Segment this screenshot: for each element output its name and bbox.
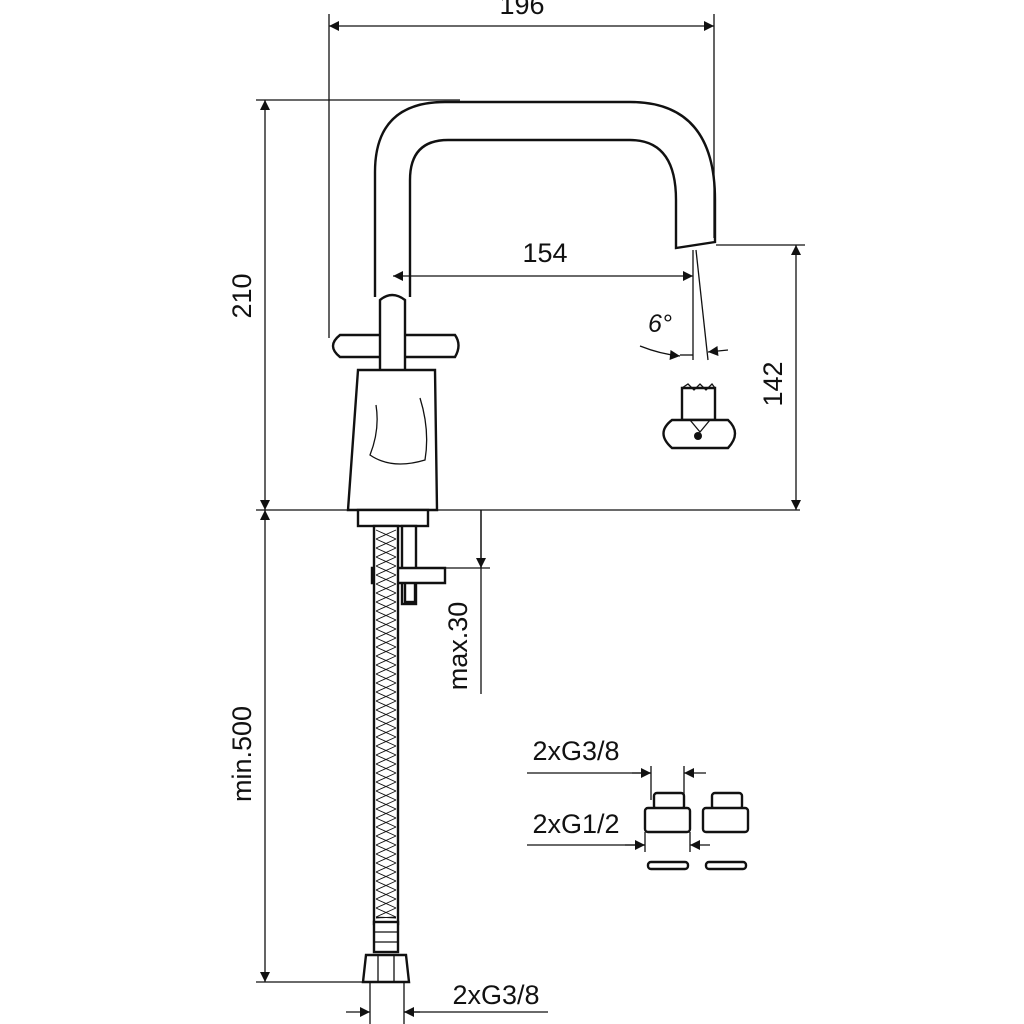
mixer-body [346,368,439,512]
braid-strand [375,826,397,837]
spout-reach-label: 154 [522,238,567,268]
braid-strand [375,583,397,594]
braid-strand [375,853,397,864]
overall-width-label: 196 [499,0,544,20]
braid-strand [375,871,397,882]
braid-strand [375,718,397,729]
braid-strand [375,664,397,675]
adapter-lower-label: 2xG1/2 [532,809,619,839]
braid-strand [375,880,397,891]
braid-strand [375,628,397,639]
dimension-lines [256,14,805,1024]
braid-strand [375,619,397,630]
base-ring [356,508,430,528]
braid-strand [375,889,397,900]
spout [373,100,717,297]
braid-strand [375,655,397,666]
braid-strand [375,547,397,558]
braid-strand [375,916,397,919]
braid-strand [375,844,397,855]
braid-strand [375,538,397,549]
spout-angle-label: 6° [648,310,672,338]
max-thickness-label: max.30 [443,602,473,691]
braid-strand [375,781,397,792]
hose-braid-pattern [375,529,397,919]
braid-strand [375,592,397,603]
braid-strand [375,745,397,756]
hose-nut [361,953,411,984]
braid-strand [375,529,397,540]
braid-strand [375,610,397,621]
braid-strand [375,763,397,774]
supply-hose [361,524,447,984]
adapter-right [701,791,750,871]
braid-strand [375,754,397,765]
hose-ferrule [372,920,400,954]
braid-strand [375,637,397,648]
braid-strand [375,565,397,576]
braid-strand [375,556,397,567]
braid-strand [375,700,397,711]
braid-strand [375,862,397,873]
braid-strand [375,799,397,810]
braid-strand [375,817,397,828]
braid-strand [375,601,397,612]
braid-strand [375,898,397,909]
braid-strand [375,709,397,720]
adapters-detail [643,791,750,871]
hose-connection-label: 2xG3/8 [452,980,539,1010]
handle-stem [378,293,407,374]
braid-strand [375,727,397,738]
braid-strand [375,574,397,585]
braid-strand [375,682,397,693]
braid-strand [375,790,397,801]
braid-strand [375,673,397,684]
overall-height-label: 210 [227,273,257,318]
braid-strand [375,691,397,702]
braid-strand [375,907,397,918]
outlet-height-label: 142 [758,361,788,406]
braid-strand [375,835,397,846]
braid-strand [375,646,397,657]
adapter-left [643,791,692,871]
adapter-upper-label: 2xG3/8 [532,736,619,766]
min-hose-length-label: min.500 [227,706,257,802]
aerator-detail [662,383,737,450]
hose-braid [372,524,400,926]
braid-strand [375,808,397,819]
dimension-labels: 196 154 6° 210 142 max.30 min.500 2xG3/8… [227,0,788,1010]
braid-strand [375,772,397,783]
braid-strand [375,736,397,747]
